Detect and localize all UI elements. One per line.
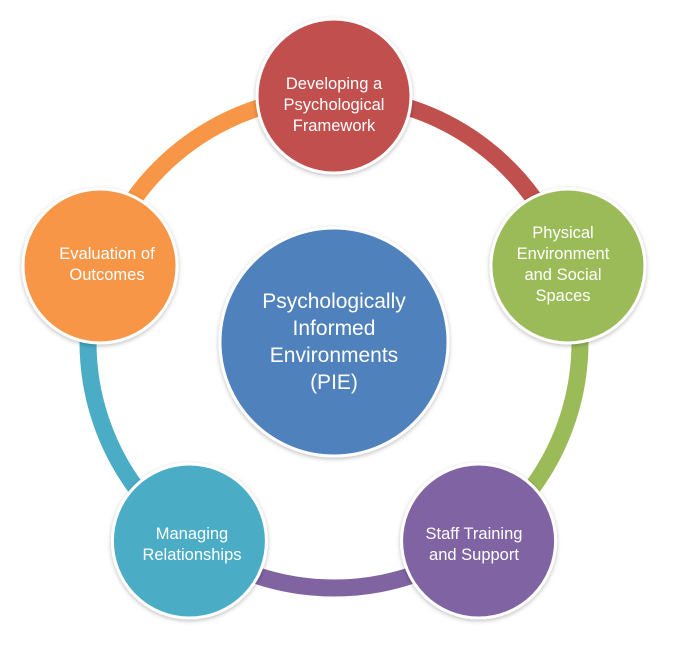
- node-label-physical: Physical Environment and Social Spaces: [485, 187, 641, 343]
- node-line: Spaces: [535, 287, 591, 305]
- node-line: Relationships: [142, 546, 242, 564]
- node-circle-relationships: [110, 462, 268, 620]
- node-circle-framework: [255, 17, 413, 175]
- node-line: and Social: [524, 266, 602, 284]
- center-line: Informed: [292, 317, 376, 340]
- node-label-framework: Developing a Psychological Framework: [256, 27, 412, 183]
- center-line: Environments: [269, 344, 399, 367]
- node-label-evaluation: Evaluation of Outcomes: [29, 187, 185, 343]
- node-line: Developing a: [285, 74, 383, 93]
- node-circle-evaluation: [21, 187, 179, 345]
- node-line: and Support: [429, 546, 519, 564]
- center-label: Psychologically Informed Environments (P…: [218, 226, 450, 458]
- node-circles: [21, 17, 647, 620]
- node-label-staff: Staff Training and Support: [396, 467, 552, 623]
- node-circle-physical: [489, 187, 647, 345]
- center-circle: [218, 226, 450, 458]
- node-line: Staff Training: [425, 525, 523, 543]
- node-circle-staff: [400, 462, 558, 620]
- node-line: Evaluation of: [59, 245, 155, 263]
- node-line: Psychological: [283, 95, 385, 114]
- node-line: Framework: [292, 116, 376, 135]
- node-line: Environment: [516, 245, 610, 263]
- node-line: Managing: [155, 525, 229, 543]
- center-line: Psychologically: [262, 290, 406, 313]
- node-line: Outcomes: [69, 266, 145, 284]
- node-line: Physical: [532, 224, 594, 242]
- center-line: (PIE): [310, 371, 358, 394]
- node-label-relationships: Managing Relationships: [114, 467, 270, 623]
